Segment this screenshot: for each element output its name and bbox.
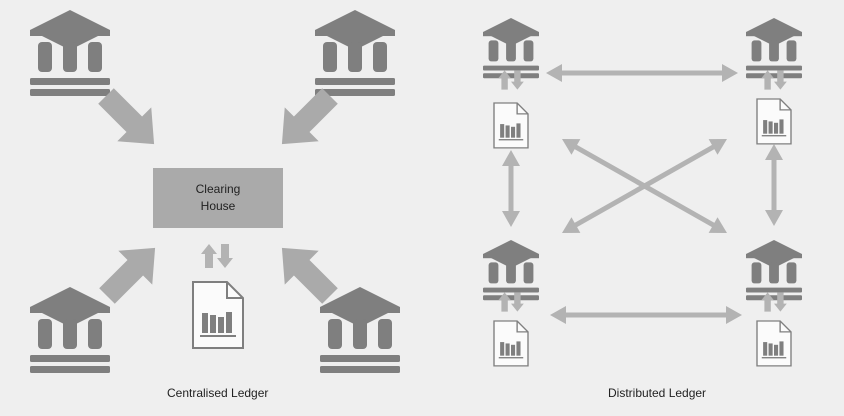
bank-icon-dist-bottom-left	[483, 240, 539, 301]
clearing-house-label-line1: Clearing	[195, 182, 241, 196]
ledger-document-icon-top-left	[493, 102, 529, 149]
ledger-document-icon-bottom-right	[756, 320, 792, 367]
centralised-ledger-section	[30, 10, 400, 373]
ledger-document-icon-top-right	[756, 98, 792, 145]
ledger-document-icon-bottom-left	[493, 320, 529, 367]
distributed-ledger-section	[483, 18, 802, 367]
bank-icon-dist-bottom-right	[746, 240, 802, 301]
bank-icon-top-left	[30, 10, 110, 96]
clearing-house-label-line2: House	[200, 199, 236, 213]
link-diagonal-top-right-bottom-left	[572, 143, 717, 229]
exchange-arrows-icon-bottom-right	[761, 292, 787, 312]
bank-icon-dist-top-right	[746, 18, 802, 79]
arrow-bottom-right-to-clearing	[281, 247, 338, 304]
bank-icon-top-right	[315, 10, 395, 96]
caption-centralised-ledger: Centralised Ledger	[167, 386, 269, 400]
bank-icon-bottom-left	[30, 287, 110, 373]
exchange-arrows-icon-clearing	[201, 244, 233, 268]
arrow-bottom-left-to-clearing	[99, 247, 156, 304]
clearing-house-box	[153, 168, 283, 228]
bank-icon-dist-top-left	[483, 18, 539, 79]
exchange-arrows-icon-top-right	[761, 70, 787, 90]
caption-distributed-ledger: Distributed Ledger	[608, 386, 707, 400]
ledger-document-icon-central	[192, 281, 244, 349]
bank-icon-bottom-right	[320, 287, 400, 373]
clearing-house-label: Clearing House	[153, 168, 283, 228]
exchange-arrows-icon-top-left	[498, 70, 524, 90]
arrow-top-left-to-clearing	[98, 88, 155, 145]
exchange-arrows-icon-bottom-left	[498, 292, 524, 312]
arrow-top-right-to-clearing	[281, 88, 338, 145]
